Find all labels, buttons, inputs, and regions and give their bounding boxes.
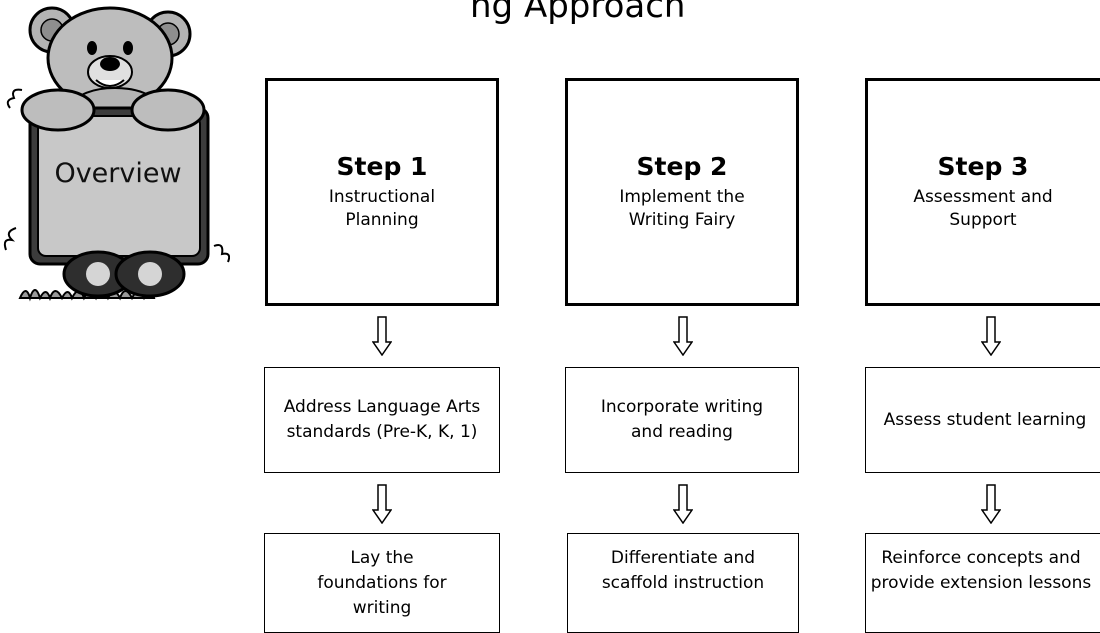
step-3-item-2: Reinforce concepts and provide extension…	[865, 533, 1100, 633]
step-2-box: Step 2 Implement the Writing Fairy	[565, 78, 799, 306]
step-name-line1: Instructional	[328, 187, 436, 207]
bear-mascot-illustration	[3, 6, 230, 302]
step-name-line2: Planning	[345, 210, 419, 230]
step-name-line2: Writing Fairy	[628, 210, 736, 230]
step-name-line1: Assessment and	[913, 187, 1053, 207]
step-2-item-1: Incorporate writing and reading	[565, 367, 799, 473]
step-3-box: Step 3 Assessment and Support	[865, 78, 1100, 306]
down-arrow-icon	[372, 316, 392, 356]
step-1-box: Step 1 Instructional Planning	[265, 78, 499, 306]
overview-sign-label: Overview	[54, 158, 182, 189]
step-number: Step 3	[937, 152, 1029, 181]
step-number: Step 2	[636, 152, 728, 181]
down-arrow-icon	[981, 316, 1001, 356]
step-1-item-2: Lay the foundations for writing	[264, 533, 500, 633]
step-name-line1: Implement the	[619, 187, 745, 207]
down-arrow-icon	[372, 484, 392, 524]
step-3-item-1: Assess student learning	[865, 367, 1100, 473]
step-1-item-1: Address Language Arts standards (Pre-K, …	[264, 367, 500, 473]
step-number: Step 1	[336, 152, 428, 181]
page-title: ng Approach	[470, 0, 686, 26]
step-2-item-2: Differentiate and scaffold instruction	[567, 533, 799, 633]
down-arrow-icon	[673, 316, 693, 356]
down-arrow-icon	[981, 484, 1001, 524]
step-name-line2: Support	[949, 210, 1017, 230]
down-arrow-icon	[673, 484, 693, 524]
